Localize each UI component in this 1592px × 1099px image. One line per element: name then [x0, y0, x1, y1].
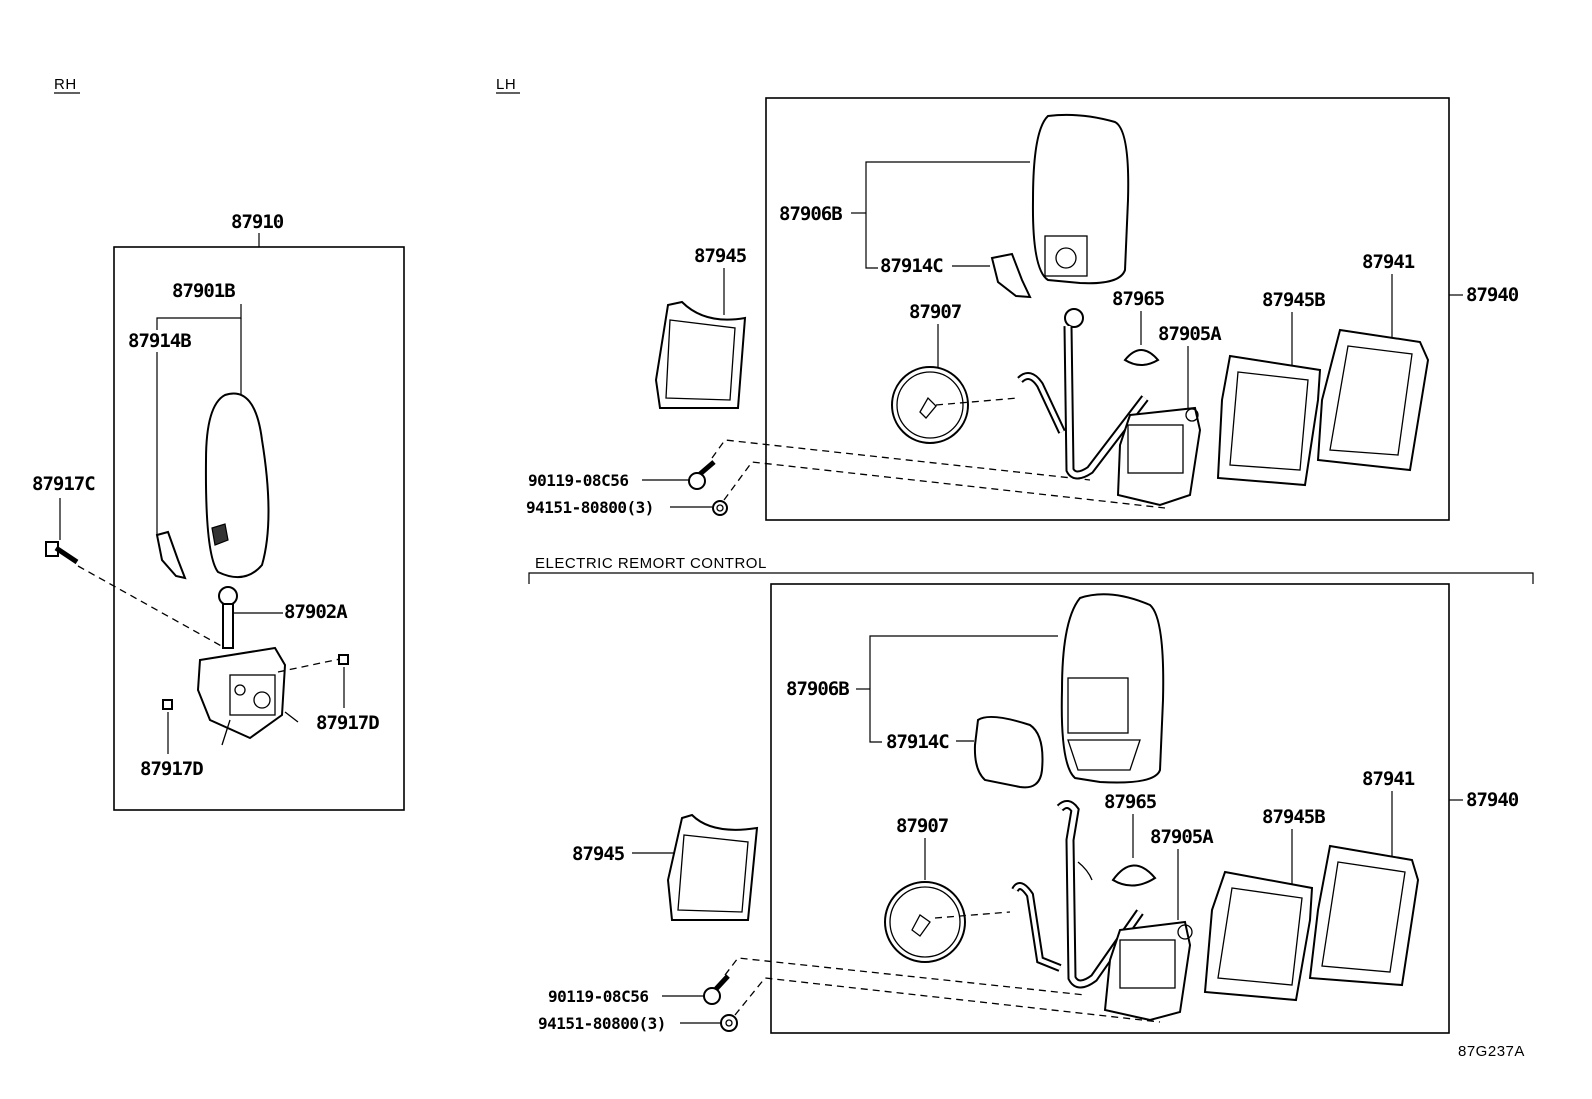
rh-nut-right	[338, 654, 349, 665]
rh-actuator-label[interactable]: 87902A	[284, 601, 349, 623]
lh-lower-box	[770, 583, 1450, 1034]
lh-upper-cap-label[interactable]: 87965	[1112, 288, 1166, 310]
lh-lower-cover	[973, 715, 1044, 789]
lh-upper-sub-mirror	[891, 366, 969, 444]
lh-upper-gasket-label[interactable]: 87941	[1362, 251, 1416, 273]
rh-screw-label[interactable]: 87917C	[32, 473, 96, 495]
lh-upper-assembly: 87940 87906B 87914C 87907 87965 87905A	[526, 97, 1520, 521]
lh-upper-sub-mirror-label[interactable]: 87907	[909, 301, 963, 323]
lh-lower-sub-mirror	[884, 881, 966, 963]
lh-lower-nut-label[interactable]: 94151-80800(3)	[538, 1014, 666, 1033]
lh-upper-assembly-label[interactable]: 87940	[1466, 284, 1520, 306]
lh-upper-bracket-cover	[654, 300, 747, 409]
lh-lower-gasket	[1308, 844, 1420, 987]
lh-lower-cover-label[interactable]: 87914C	[886, 731, 950, 753]
lh-lower-stay-base	[1103, 920, 1192, 1022]
rh-actuator-body	[196, 646, 287, 740]
rh-nut-left-label[interactable]: 87917D	[140, 758, 204, 780]
lh-upper-cover-outer-label[interactable]: 87945B	[1262, 289, 1326, 311]
lh-upper-bracket-cover-label[interactable]: 87945	[694, 245, 748, 267]
lh-upper-stay-base	[1116, 406, 1202, 507]
lh-lower-gasket-label[interactable]: 87941	[1362, 768, 1416, 790]
lh-lower-assembly-label[interactable]: 87940	[1466, 789, 1520, 811]
rh-screw	[45, 541, 79, 565]
lh-upper-outer-mirror-label[interactable]: 87906B	[779, 203, 843, 225]
lh-upper-cover	[990, 252, 1032, 299]
lh-lower-bracket-cover	[666, 813, 759, 921]
rh-nut-right-label[interactable]: 87917D	[316, 712, 380, 734]
rh-nut-left	[162, 699, 173, 710]
lh-lower-stay-label[interactable]: 87905A	[1150, 826, 1215, 848]
rh-cover-label[interactable]: 87914B	[128, 330, 192, 352]
lh-upper-nut	[712, 500, 728, 516]
rh-actuator-stem	[222, 603, 234, 649]
lh-lower-nut	[720, 1014, 738, 1032]
diagram-code: 87G237A	[1458, 1043, 1525, 1060]
lh-lower-cover-outer	[1203, 870, 1314, 1002]
lh-lower-outer-mirror	[1060, 593, 1165, 784]
rh-section-label: RH	[54, 76, 77, 93]
lh-upper-bolt-label[interactable]: 90119-08C56	[528, 471, 629, 490]
lh-lower-outer-mirror-label[interactable]: 87906B	[786, 678, 850, 700]
lh-lower-bolt	[703, 974, 730, 1005]
lh-upper-gasket	[1316, 328, 1430, 472]
lh-lower-bolt-label[interactable]: 90119-08C56	[548, 987, 649, 1006]
lh-lower-cap-label[interactable]: 87965	[1104, 791, 1158, 813]
lh-lower-cap	[1111, 864, 1157, 887]
lh-upper-cap	[1123, 349, 1160, 366]
rh-cover	[155, 530, 187, 580]
lh-upper-cover-outer	[1216, 354, 1322, 487]
lh-upper-bolt	[688, 460, 716, 490]
lh-lower-cover-outer-label[interactable]: 87945B	[1262, 806, 1326, 828]
lh-section-label: LH	[496, 76, 516, 93]
rh-mirror-glass	[204, 392, 270, 579]
lh-upper-stay-label[interactable]: 87905A	[1158, 323, 1223, 345]
lh-upper-box	[765, 97, 1450, 521]
lh-lower-assembly: 87940 87906B 87914C 87907 87965 87905A	[538, 583, 1520, 1034]
rh-mirror-label[interactable]: 87901B	[172, 280, 236, 302]
lh-upper-outer-mirror	[1031, 113, 1130, 285]
lh-upper-nut-label[interactable]: 94151-80800(3)	[526, 498, 654, 517]
lh-lower-sub-mirror-label[interactable]: 87907	[896, 815, 950, 837]
electric-section-label: ELECTRIC REMORT CONTROL	[535, 555, 767, 572]
lh-upper-cover-label[interactable]: 87914C	[880, 255, 944, 277]
rh-assembly-label[interactable]: 87910	[231, 211, 285, 233]
lh-lower-bracket-cover-label[interactable]: 87945	[572, 843, 626, 865]
rh-assembly: 87910 87901B 87914B 87902A 87917C 87	[32, 211, 405, 811]
